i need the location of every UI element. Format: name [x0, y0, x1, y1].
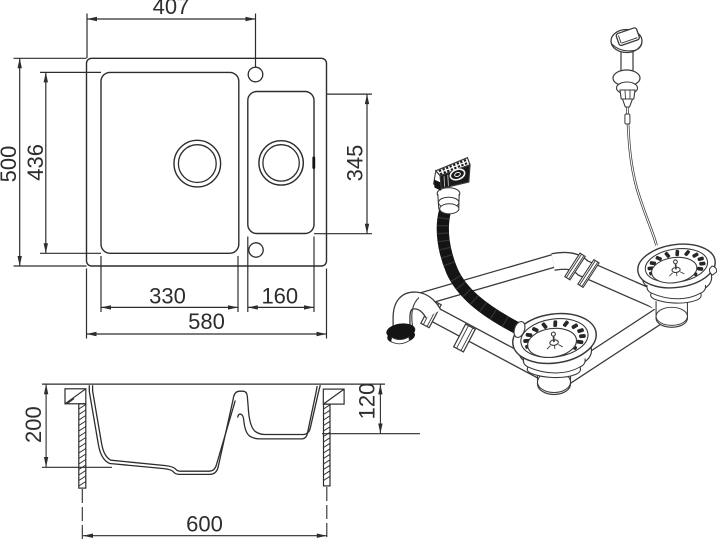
svg-text:330: 330 — [149, 284, 186, 309]
svg-text:500: 500 — [0, 146, 21, 183]
svg-text:120: 120 — [354, 383, 379, 420]
svg-text:160: 160 — [261, 284, 298, 309]
svg-text:407: 407 — [153, 0, 190, 19]
svg-text:580: 580 — [188, 309, 225, 334]
svg-text:436: 436 — [23, 144, 48, 181]
svg-text:345: 345 — [343, 145, 368, 182]
svg-text:200: 200 — [21, 406, 46, 443]
svg-text:600: 600 — [186, 512, 223, 537]
